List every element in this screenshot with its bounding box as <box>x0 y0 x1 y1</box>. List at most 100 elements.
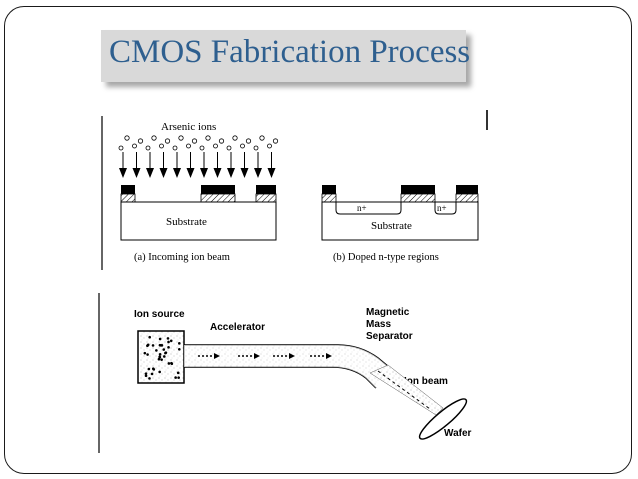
source-particle <box>177 376 180 379</box>
source-particle <box>167 340 170 344</box>
source-particle <box>144 372 148 375</box>
beam-arrow-head <box>254 353 260 359</box>
arsenic-ion <box>232 135 238 141</box>
arsenic-ion <box>178 135 184 141</box>
ion-arrow-head <box>186 168 195 178</box>
substrate-b <box>321 201 479 241</box>
beam-arrow-head <box>289 353 295 359</box>
arsenic-ion <box>159 143 164 149</box>
source-particle <box>158 355 161 359</box>
arsenic-ion <box>151 135 157 141</box>
source-particle <box>167 362 171 365</box>
source-particle <box>160 358 163 361</box>
source-particle <box>164 351 168 354</box>
ion-implanter-figure: Ion source Accelerator Magnetic Mass Sep… <box>98 293 491 453</box>
oxide-a2 <box>200 193 236 203</box>
source-particle <box>148 377 151 380</box>
source-particle <box>155 349 158 352</box>
mask-b3 <box>456 185 478 194</box>
source-particle <box>159 344 163 347</box>
source-particle <box>162 348 166 351</box>
source-particle <box>148 335 151 339</box>
beam-arrow-head <box>214 353 220 359</box>
ion-arrow-head <box>132 168 141 178</box>
ion-source-particles <box>143 335 181 380</box>
arsenic-ion <box>240 143 245 149</box>
beam-arrows <box>198 353 332 359</box>
label-substrate-b: Substrate <box>371 220 412 232</box>
label-ion-source: Ion source <box>134 309 185 320</box>
arsenic-ion <box>245 138 252 144</box>
ion-implantation-figure: Arsenic ions Substrate (a) Incoming ion … <box>101 108 489 270</box>
label-n-plus-1: n+ <box>357 203 367 213</box>
mask-b2 <box>401 185 435 194</box>
source-particle <box>177 347 181 351</box>
source-particle <box>176 371 180 375</box>
beam-centerline <box>377 370 431 410</box>
arsenic-ion <box>272 138 279 144</box>
source-particle <box>158 370 161 374</box>
label-mass: Mass <box>366 319 391 330</box>
arsenic-ion <box>218 138 225 144</box>
arsenic-ion <box>199 145 205 151</box>
label-arsenic-ions: Arsenic ions <box>161 121 216 133</box>
mask-b1 <box>322 185 336 194</box>
label-substrate-a: Substrate <box>166 216 207 228</box>
oxide-a3 <box>255 193 277 203</box>
source-particle <box>144 374 148 378</box>
oxide-b2 <box>400 193 436 203</box>
ion-arrow-head <box>119 168 127 178</box>
arsenic-ion <box>118 145 124 151</box>
arsenic-ion <box>132 143 137 149</box>
source-particle <box>167 346 170 349</box>
oxide-a1 <box>120 193 136 203</box>
label-accelerator: Accelerator <box>210 322 265 333</box>
arsenic-ion <box>213 143 218 149</box>
ion-arrow-head <box>200 168 208 178</box>
beam-arrow-head <box>326 353 332 359</box>
ion-beam-path <box>369 364 444 416</box>
arsenic-ion <box>164 138 171 144</box>
slide-title: CMOS Fabrication Process <box>109 34 471 70</box>
ion-arrow-head <box>240 168 249 178</box>
source-particle <box>158 337 162 341</box>
ion-arrow-head <box>213 168 222 178</box>
source-particle <box>151 344 155 347</box>
arsenic-ion <box>172 145 178 151</box>
arsenic-ion-arrows <box>118 135 279 178</box>
mask-a1 <box>121 185 135 194</box>
arsenic-ion <box>124 135 130 141</box>
source-particle <box>147 367 151 371</box>
source-particle <box>162 355 166 358</box>
label-ion-beam: Ion beam <box>404 376 448 387</box>
arsenic-ion <box>253 145 259 151</box>
mask-a2 <box>201 185 235 194</box>
arsenic-ion <box>226 145 232 151</box>
arsenic-ion <box>191 138 198 144</box>
source-particle <box>170 361 173 365</box>
source-particle <box>151 367 155 371</box>
source-particle <box>169 339 173 343</box>
caption-a: (a) Incoming ion beam <box>134 252 230 263</box>
ion-arrow-head <box>159 168 168 178</box>
ion-arrow-head <box>254 168 262 178</box>
tube-interior <box>184 345 390 388</box>
oxide-b3 <box>455 193 479 203</box>
source-particle <box>158 353 162 356</box>
caption-b: (b) Doped n-type regions <box>333 252 439 263</box>
source-particle <box>143 351 147 355</box>
arsenic-ion <box>259 135 265 141</box>
n-plus-region-1 <box>335 202 402 215</box>
arsenic-ion <box>145 145 151 151</box>
ion-arrow-head <box>173 168 181 178</box>
source-particle <box>174 376 177 379</box>
label-wafer: Wafer <box>444 428 472 439</box>
ion-arrow-head <box>227 168 235 178</box>
source-particle <box>166 337 170 340</box>
source-particle <box>157 357 161 361</box>
arsenic-ion <box>205 135 211 141</box>
arsenic-ion <box>267 143 272 149</box>
substrate-a <box>120 201 277 241</box>
mask-a3 <box>256 185 276 194</box>
ion-arrow-head <box>146 168 154 178</box>
